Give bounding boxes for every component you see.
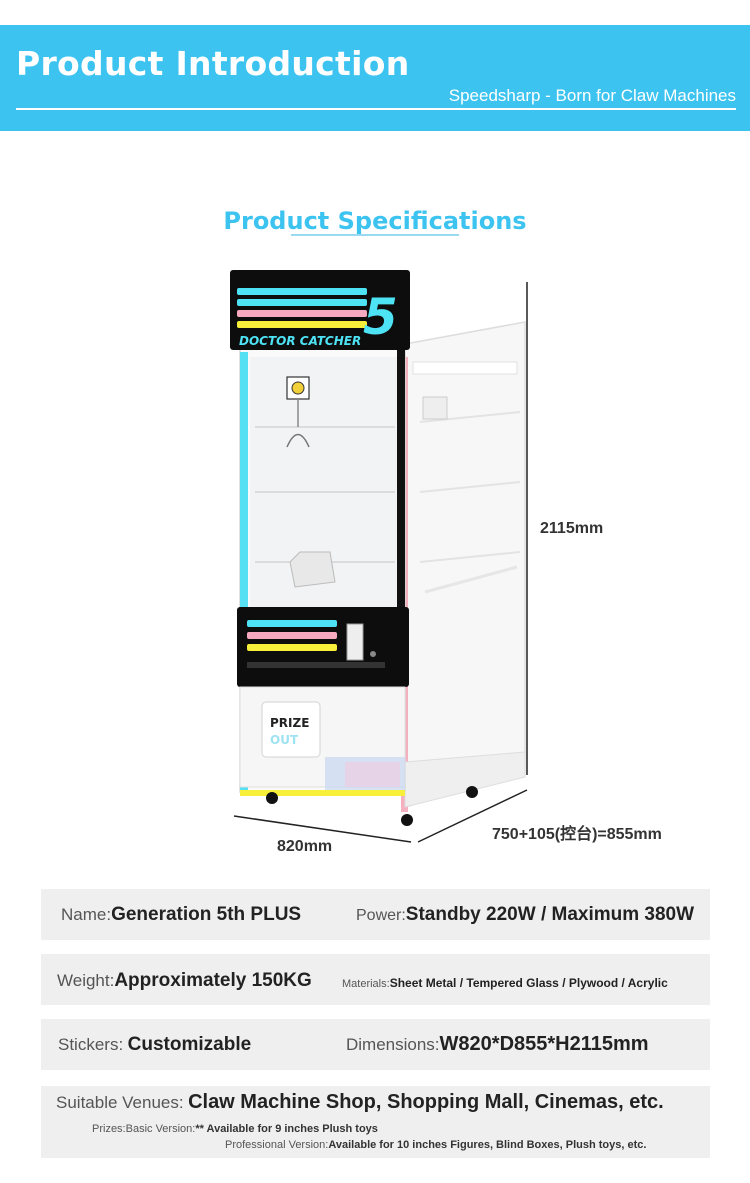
prizes-pro-value: Available for 10 inches Figures, Blind B… [328,1139,647,1151]
power-label: Power: [356,907,406,924]
venues-label: Suitable Venues: [56,1093,184,1112]
sign-logo: DOCTOR CATCHER [239,334,361,348]
section-title: Product Specifications [223,207,527,235]
section-title-underline [291,234,459,236]
weight-label: Weight: [57,971,115,990]
materials-label: Materials: [342,978,390,990]
prizes-basic-label: Basic Version: [125,1123,196,1135]
header-subtitle: Speedsharp - Born for Claw Machines [448,86,736,105]
sign-number: 5 [363,288,398,346]
header-banner [0,25,750,131]
dimensions-label: Dimensions: [346,1035,440,1054]
name-value: Generation 5th PLUS [111,904,302,925]
venues-value: Claw Machine Shop, Shopping Mall, Cinema… [188,1091,664,1113]
dimensions-value: W820*D855*H2115mm [439,1033,649,1055]
prizes-basic-value: ** Available for 9 inches Plush toys [195,1123,378,1135]
header-divider [16,108,736,110]
spec-row-name-power: Name:Generation 5th PLUS Power:Standby 2… [41,889,710,940]
prize-door-label: PRIZE [270,716,309,730]
claw-machine-image: 5 DOCTOR CATCHER PRIZE OUT [230,270,526,826]
prize-door-label-out: OUT [270,733,299,747]
spec-row-stickers-dimensions: Stickers: Customizable Dimensions:W820*D… [41,1019,710,1070]
prizes-label: Prizes: [92,1123,126,1135]
power-value: Standby 220W / Maximum 380W [405,904,695,925]
spec-row-weight-materials: Weight:Approximately 150KG Materials:She… [41,954,710,1005]
spec-row-venues-prizes: Suitable Venues: Claw Machine Shop, Shop… [41,1086,710,1158]
materials-value: Sheet Metal / Tempered Glass / Plywood /… [389,976,668,990]
height-dimension: 2115mm [540,520,604,537]
depth-dimension: 750+105(控台)=855mm [492,826,662,843]
width-dimension: 820mm [277,838,333,855]
weight-value: Approximately 150KG [114,970,312,991]
prizes-pro-label: Professional Version: [225,1139,329,1151]
stickers-label: Stickers: [58,1035,124,1054]
page-title: Product Introduction [16,44,410,83]
stickers-value: Customizable [127,1034,252,1055]
name-label: Name: [61,905,112,924]
